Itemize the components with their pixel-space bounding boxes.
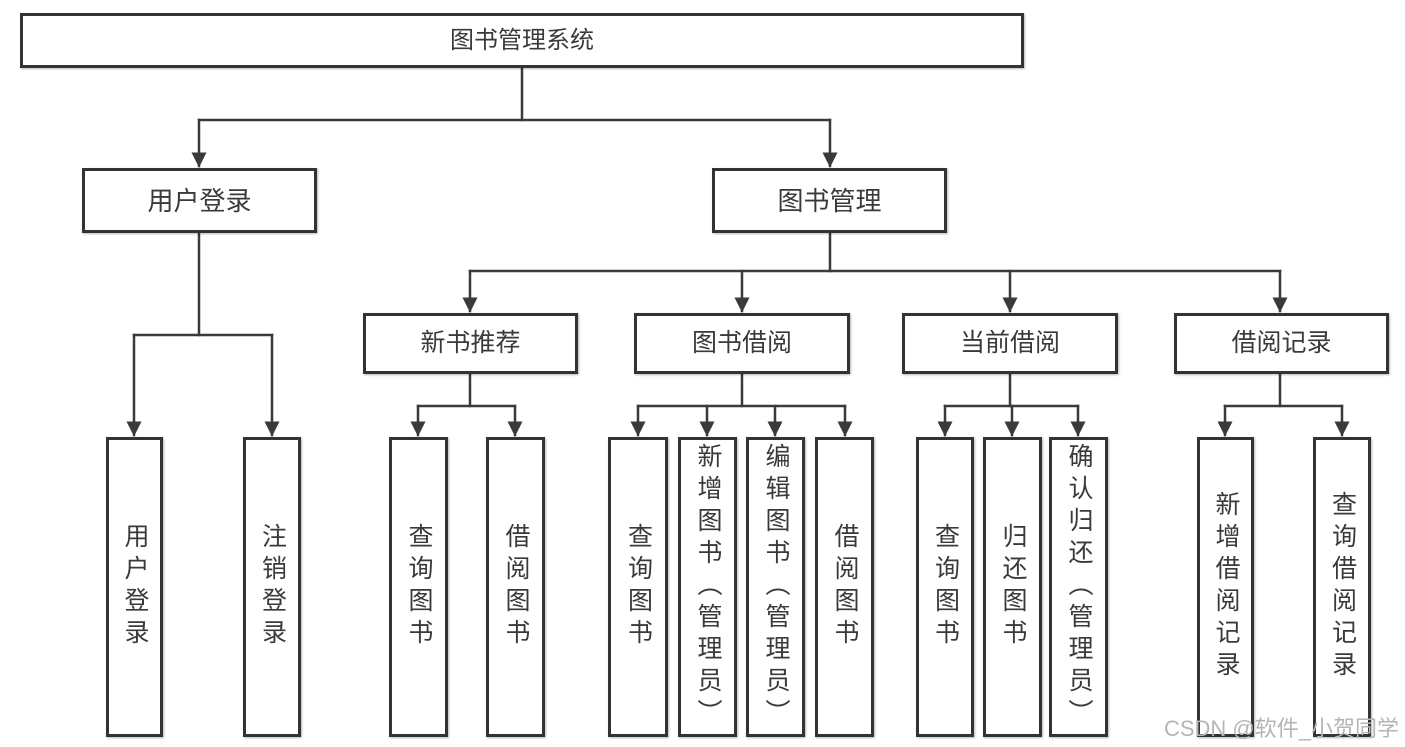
csdn-watermark: CSDN @软件_小贺同学 [1163, 716, 1399, 741]
node-label: 用户登录 [121, 523, 149, 651]
node-borrow-records: 借阅记录 [1174, 313, 1389, 374]
node-label: 当前借阅 [959, 329, 1060, 357]
node-label: 图书管理系统 [450, 26, 594, 54]
leaf-query-books: 查询图书 [608, 437, 668, 737]
node-label: 新书推荐 [420, 329, 521, 357]
node-label: 借阅图书 [831, 523, 859, 651]
leaf-return-books: 归还图书 [983, 437, 1042, 737]
node-label: 查询图书 [624, 523, 653, 651]
node-label: 编辑图书（管理员） [762, 443, 790, 731]
leaf-query-books: 查询图书 [389, 437, 448, 737]
node-library-management-system: 图书管理系统 [20, 13, 1024, 68]
node-label: 新增借阅记录 [1212, 491, 1240, 683]
node-label: 查询图书 [405, 523, 433, 651]
leaf-user-login: 用户登录 [106, 437, 163, 737]
leaf-logout: 注销登录 [243, 437, 301, 737]
node-label: 查询借阅记录 [1328, 491, 1357, 683]
leaf-borrow-books: 借阅图书 [486, 437, 545, 737]
node-label: 注销登录 [258, 523, 287, 651]
node-label: 确认归还（管理员） [1065, 443, 1093, 731]
node-label: 图书借阅 [691, 329, 792, 357]
node-label: 归还图书 [999, 523, 1027, 651]
leaf-edit-books-admin: 编辑图书（管理员） [746, 437, 805, 737]
node-label: 新增图书（管理员） [694, 443, 722, 731]
node-label: 图书管理 [777, 185, 882, 216]
leaf-add-borrow-record: 新增借阅记录 [1197, 437, 1254, 737]
leaf-borrow-books: 借阅图书 [815, 437, 874, 737]
node-book-management: 图书管理 [712, 168, 947, 233]
node-book-borrow: 图书借阅 [634, 313, 850, 374]
leaf-add-books-admin: 新增图书（管理员） [678, 437, 737, 737]
node-label: 借阅图书 [502, 523, 530, 651]
leaf-query-books: 查询图书 [916, 437, 974, 737]
leaf-confirm-return-admin: 确认归还（管理员） [1049, 437, 1108, 737]
node-label: 用户登录 [147, 185, 252, 216]
node-user-login: 用户登录 [82, 168, 317, 233]
node-label: 借阅记录 [1231, 329, 1332, 357]
node-current-borrow: 当前借阅 [902, 313, 1118, 374]
leaf-query-borrow-record: 查询借阅记录 [1313, 437, 1371, 737]
node-label: 查询图书 [931, 523, 960, 651]
node-new-book-recommend: 新书推荐 [363, 313, 578, 374]
